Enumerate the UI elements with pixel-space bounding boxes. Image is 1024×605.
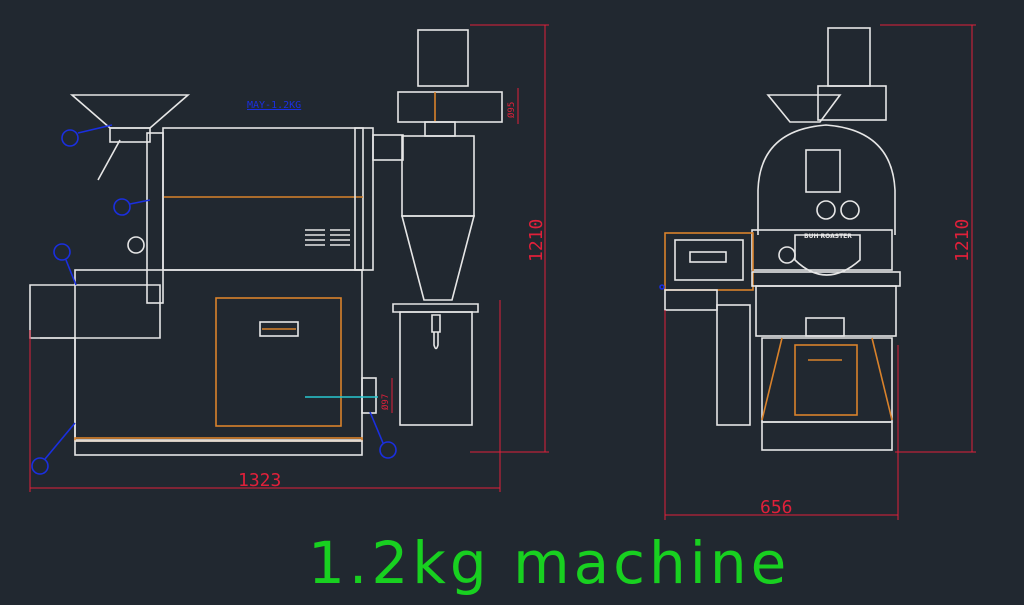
drawing-title-text: 1.2kg machine xyxy=(308,529,791,597)
exhaust-diameter: Ø95 xyxy=(506,102,517,118)
chaff-collector xyxy=(399,311,473,426)
front-width-dimension: 656 xyxy=(760,497,793,518)
motor xyxy=(827,27,871,87)
side-view: MAY-1.2KG 1323 1210 Ø95 Ø97 xyxy=(29,24,549,492)
roaster-face xyxy=(757,124,896,235)
brand-label: BUH ROASTER xyxy=(804,233,852,240)
outlet-diameter: Ø97 xyxy=(380,394,391,410)
cyclone-body xyxy=(401,135,475,217)
cooling-tray xyxy=(29,284,161,339)
model-label: MAY-1.2KG xyxy=(247,100,301,111)
base-door xyxy=(215,297,342,427)
base-door xyxy=(794,344,858,416)
drawing-title: 1.2kg machine xyxy=(308,528,790,598)
hopper xyxy=(69,94,191,129)
side-height-dimension: 1210 xyxy=(526,219,547,262)
motor xyxy=(417,29,469,87)
base-cabinet xyxy=(74,269,363,441)
front-height-dimension: 1210 xyxy=(952,219,973,262)
balloon-callouts xyxy=(31,124,397,475)
drum-housing xyxy=(162,127,364,271)
front-view: BUH ROASTER 656 1210 xyxy=(659,24,976,520)
side-width-dimension: 1323 xyxy=(238,470,281,491)
hopper xyxy=(766,94,842,123)
